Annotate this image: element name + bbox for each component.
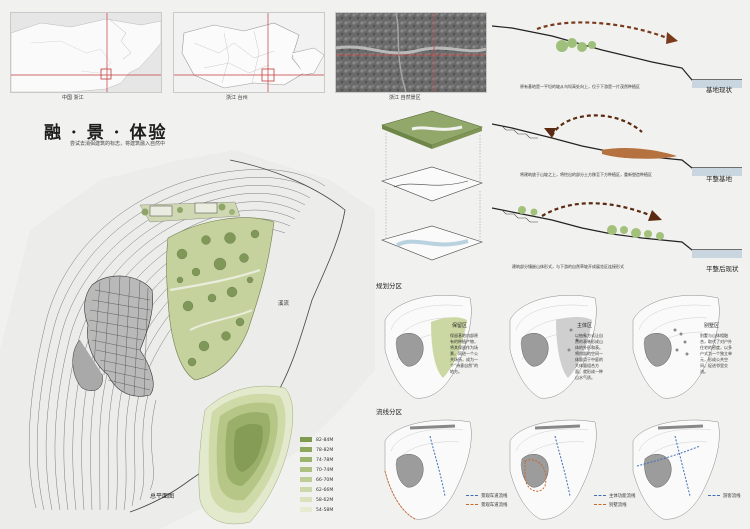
legend-swatch	[300, 437, 312, 442]
legend-swatch	[300, 457, 312, 462]
legend-swatch	[300, 477, 312, 482]
flow-legend-label: 景观车道流线	[481, 503, 508, 508]
flow-diagrams	[384, 418, 721, 521]
page-subtitle: 尝试去消弭建筑的标志，将建筑融入自然中	[70, 141, 166, 147]
legend-swatch	[300, 497, 312, 502]
legend-swatch	[300, 507, 312, 512]
legend-label: 54-58M	[316, 508, 334, 513]
map-scenic-area	[335, 12, 487, 93]
flow-line-swatch	[594, 504, 606, 505]
legend-item: 78-82M	[300, 447, 333, 453]
zone-3-label: 别墅区	[704, 323, 720, 329]
zoning-title: 规划分区	[376, 282, 402, 290]
flow-legend-item: 主体功能流线	[594, 493, 635, 499]
flow-legend-label: 别墅流线	[609, 503, 627, 508]
zone-2-label: 主体区	[577, 323, 593, 329]
trees	[176, 229, 260, 367]
map-caption-3: 浙江 自然景区	[389, 95, 421, 101]
section-2-note: 将建筑放于山坡之上，将挖出的部分土方移至下方种植区，重新塑造种植区	[520, 172, 652, 177]
top-buildings	[139, 201, 241, 223]
legend-swatch	[300, 467, 312, 472]
flow-legend-item: 游客流线	[708, 493, 741, 499]
flow-line-swatch	[708, 495, 720, 496]
flow-line-swatch	[466, 495, 478, 496]
legend-item: 70-74M	[300, 467, 333, 473]
layer-diagram	[381, 110, 483, 261]
page-title: 融 · 景 · 体验	[44, 123, 168, 143]
legend-item: 62-66M	[300, 487, 333, 493]
section-3-note: 建筑部分镶嵌山体形式，与下游的自然草坡开成展览区连接形式	[512, 264, 624, 269]
map-china-zhejiang	[10, 12, 162, 93]
zone-1-note: 保留基地内部原有的种植产物，将其保留作为场景，同进一个公共场所，成为一个“诗意自…	[450, 333, 479, 374]
map-china-graphic	[11, 13, 161, 92]
section-3-label: 平整后现状	[706, 265, 739, 273]
legend-label: 58-62M	[316, 498, 334, 503]
flow-title: 流线分区	[376, 408, 402, 416]
map-caption-1: 中国 浙江	[62, 95, 84, 101]
flow-line-swatch	[594, 495, 606, 496]
flow-legend-item: 景观车道流线	[466, 493, 507, 499]
architecture-mesh	[72, 275, 154, 397]
site-plan: 溪流 总平面图	[0, 150, 375, 529]
legend-label: 78-82M	[316, 448, 334, 453]
section-2-label: 平整基地	[706, 175, 732, 183]
section-1-note: 原有基地是一平坦的坡从乌坝高处向上，位于下游是一片茂然种植区	[520, 84, 640, 89]
flow-line-swatch	[466, 504, 478, 505]
zone-2-note: 以抽象方式让自然的表林形成山体的外形和表。将内部的空间一体量用于中庭的大体量组合…	[575, 333, 603, 380]
flow-legend-label: 游客流线	[723, 494, 741, 499]
legend-label: 62-66M	[316, 488, 334, 493]
zone-3-note: 别墅与山体相融合，取代了对户外住宅的密度，以多户式为一个独立单元，形成公共空间，…	[700, 333, 732, 374]
map-zhejiang-taizhou	[173, 12, 325, 93]
flow-legend-label: 主体功能流线	[609, 494, 636, 499]
legend-item: 82-84M	[300, 437, 333, 443]
legend-item: 66-70M	[300, 477, 333, 483]
map-satellite-graphic	[336, 13, 486, 92]
legend-swatch	[300, 487, 312, 492]
stream-label: 溪流	[278, 299, 290, 307]
elevation-map	[198, 385, 294, 525]
legend-item: 74-78M	[300, 457, 333, 463]
flow-legend-item: 景观车道流线	[466, 502, 507, 508]
legend-label: 70-74M	[316, 468, 334, 473]
flow-legend-label: 景观车道流线	[481, 494, 508, 499]
section-3	[492, 202, 742, 258]
legend-label: 82-84M	[316, 438, 334, 443]
section-2	[492, 114, 742, 176]
section-1	[492, 21, 742, 88]
zone-1-label: 保留区	[452, 323, 468, 329]
legend-item: 58-62M	[300, 497, 333, 503]
flow-legend-item: 别墅流线	[594, 502, 627, 508]
section-1-label: 基地现状	[706, 86, 732, 94]
legend-label: 66-70M	[316, 478, 334, 483]
zoning-diagrams	[384, 294, 720, 399]
legend-swatch	[300, 447, 312, 452]
site-plan-caption: 总平面图	[150, 492, 174, 500]
legend-label: 74-78M	[316, 458, 334, 463]
map-caption-2: 浙江 台州	[226, 95, 248, 101]
map-zhejiang-graphic	[174, 13, 324, 92]
legend-item: 54-58M	[300, 507, 333, 513]
